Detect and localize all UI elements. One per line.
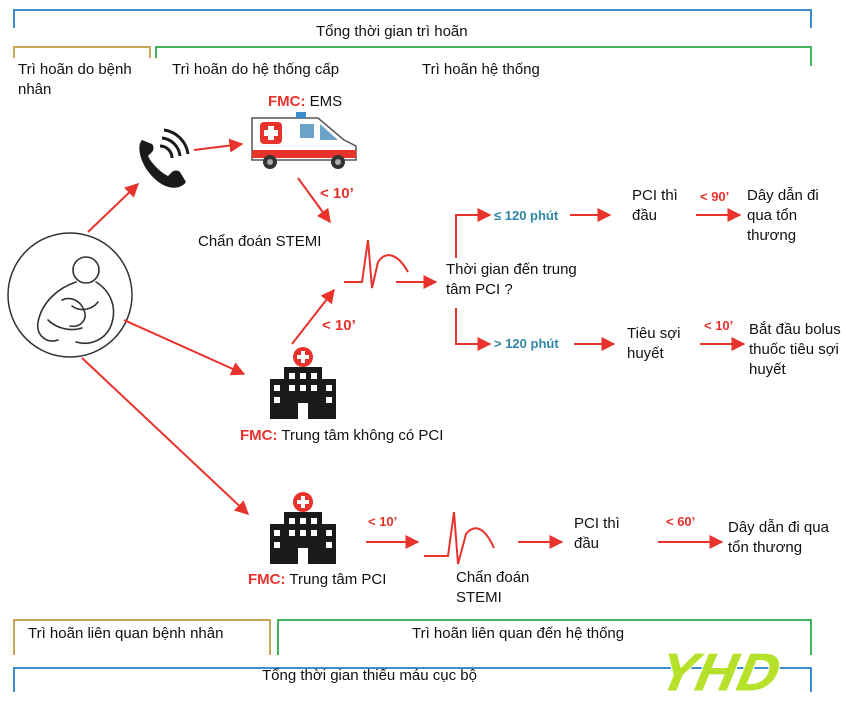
- total-delay-bracket: [13, 9, 812, 28]
- timing-ems-lt10: < 10’: [320, 185, 354, 202]
- system-delay-label: Trì hoãn hệ thống: [422, 61, 540, 78]
- primary-pci-lower: PCI thì đầu: [574, 515, 620, 552]
- timing-lt90: < 90’: [700, 189, 730, 204]
- ems-fmc: FMC: EMS: [268, 93, 343, 110]
- timing-gt120: > 120 phút: [494, 336, 559, 351]
- yhd-logo: YHD: [653, 644, 785, 705]
- arrow-patient-to-hospital: [123, 319, 246, 376]
- arrow-patient-to-phone: [87, 183, 140, 233]
- ecg-wave-lower: [424, 511, 495, 565]
- hospital-non-pci-icon: [270, 347, 336, 419]
- system-delay-bracket: [155, 46, 812, 66]
- arrow-hospital-to-ecg: [291, 288, 335, 345]
- total-ischemia-bracket: [13, 667, 812, 692]
- system-emergency-delay-label: Trì hoãn do hệ thống cấp: [172, 61, 340, 78]
- fibrinolysis-label: Tiêu sợi huyết: [627, 325, 681, 362]
- non-pci-fmc: FMC: Trung tâm không có PCI: [240, 427, 444, 444]
- stemi-diagnosis-lower: Chẩn đoán STEMI: [456, 569, 530, 606]
- phone-icon: [139, 128, 190, 188]
- timing-pci-lt10: < 10’: [368, 514, 398, 529]
- hospital-pci-icon: [270, 492, 336, 564]
- start-bolus-label: Bắt đầu bolus thuốc tiêu sợi huyết: [749, 321, 841, 378]
- patient-delay-bracket: [13, 46, 151, 58]
- timing-lt60: < 60’: [666, 514, 696, 529]
- system-related-delay-label: Trì hoãn liên quan đến hệ thống: [412, 625, 625, 642]
- system-related-bracket: [277, 619, 812, 655]
- timing-le120: ≤ 120 phút: [494, 208, 559, 223]
- primary-pci-upper: PCI thì đầu: [632, 187, 678, 224]
- arrow-branch-down: [455, 308, 492, 351]
- pci-fmc: FMC: Trung tâm PCI: [248, 571, 387, 588]
- arrow-ambulance-to-diagnosis: [297, 177, 331, 224]
- timing-lt10-lysis: < 10’: [704, 318, 734, 333]
- patient-delay-label: Trì hoãn do bệnh nhân: [18, 61, 132, 98]
- patient-icon: [7, 232, 133, 358]
- arrow-phone-to-ambulance: [193, 138, 244, 153]
- wire-crossing-upper: Dây dẫn đi qua tổn thương: [747, 187, 819, 244]
- wire-crossing-lower: Dây dẫn đi qua tổn thương: [728, 519, 829, 556]
- time-to-pci-question: Thời gian đến trung tâm PCI ?: [446, 261, 577, 298]
- ambulance-icon: [251, 112, 357, 169]
- arrow-branch-up: [455, 208, 492, 258]
- total-ischemia-label: Tổng thời gian thiếu máu cục bộ: [262, 667, 477, 684]
- total-delay-label: Tổng thời gian trì hoãn: [316, 23, 468, 40]
- ecg-wave-upper: [344, 239, 409, 289]
- timing-nonpci-lt10: < 10’: [322, 317, 356, 334]
- stemi-diagnosis-upper: Chẩn đoán STEMI: [198, 233, 322, 250]
- patient-related-delay-label: Trì hoãn liên quan bệnh nhân: [28, 625, 224, 642]
- patient-related-bracket: [13, 619, 271, 655]
- arrow-patient-to-pci-hospital: [81, 357, 250, 515]
